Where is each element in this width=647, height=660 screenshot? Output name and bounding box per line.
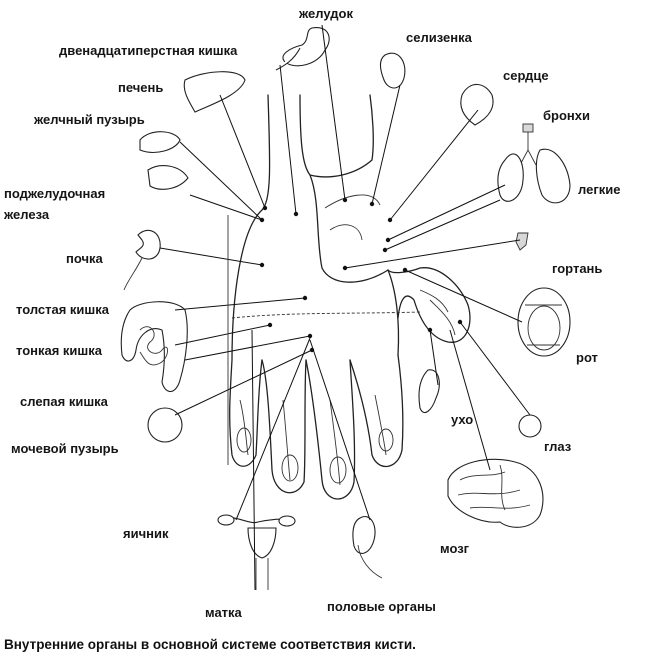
label-duodenum: двенадцатиперстная кишка: [59, 43, 238, 58]
label-heart: сердце: [503, 68, 549, 83]
label-colon: толстая кишка: [16, 302, 109, 317]
label-bladder: мочевой пузырь: [11, 441, 119, 456]
bronchi-illustration: [519, 130, 537, 166]
label-pancreas-line2: железа: [4, 207, 50, 222]
figure-caption: Внутренние органы в основной системе соо…: [4, 637, 416, 652]
label-brain: мозг: [440, 541, 470, 556]
eye-illustration: [518, 414, 542, 438]
label-eye: глаз: [544, 439, 572, 454]
hand-outline: [229, 94, 471, 500]
label-cecum: слепая кишка: [20, 394, 108, 409]
leader-lines: [159, 24, 531, 591]
ureter-illustration: [123, 257, 143, 291]
label-bronchi: бронхи: [543, 108, 590, 123]
label-ovary: яичник: [123, 526, 169, 541]
larynx-illustration: [515, 232, 529, 251]
spleen-illustration: [379, 52, 406, 89]
label-larynx: гортань: [552, 261, 603, 276]
duodenum-illustration: [275, 47, 301, 71]
bronchi-top-illustration: [522, 123, 534, 133]
label-liver: печень: [118, 80, 164, 95]
label-kidney: почка: [66, 251, 103, 266]
label-mouth: рот: [576, 350, 598, 365]
kidney-illustration: [135, 229, 161, 260]
label-spleen: селизенка: [406, 30, 472, 45]
pancreas-illustration: [147, 165, 189, 190]
organ-illustrations: [120, 27, 571, 590]
label-gallbladder: желчный пузырь: [34, 112, 145, 127]
heart-illustration: [460, 83, 494, 126]
lungs-illustration: [497, 148, 571, 204]
colon-illustration: [120, 301, 188, 393]
label-pancreas-line1: поджелудочная: [4, 186, 106, 201]
gallbladder-illustration: [139, 131, 181, 153]
bladder-illustration: [147, 407, 183, 443]
ear-illustration: [418, 369, 440, 413]
label-small-intestine: тонкая кишка: [16, 343, 102, 358]
label-stomach: желудок: [299, 6, 353, 21]
label-genitals: половые органы: [327, 599, 436, 614]
uterus-illustration: [247, 527, 277, 559]
liver-illustration: [183, 71, 246, 113]
label-ear: ухо: [451, 412, 474, 427]
label-uterus: матка: [205, 605, 242, 620]
label-lungs: легкие: [578, 182, 621, 197]
genitals-illustration: [352, 516, 376, 554]
mouth-illustration: [517, 287, 571, 357]
reflex-points: [259, 197, 463, 353]
small-intestine-illustration: [139, 326, 168, 366]
